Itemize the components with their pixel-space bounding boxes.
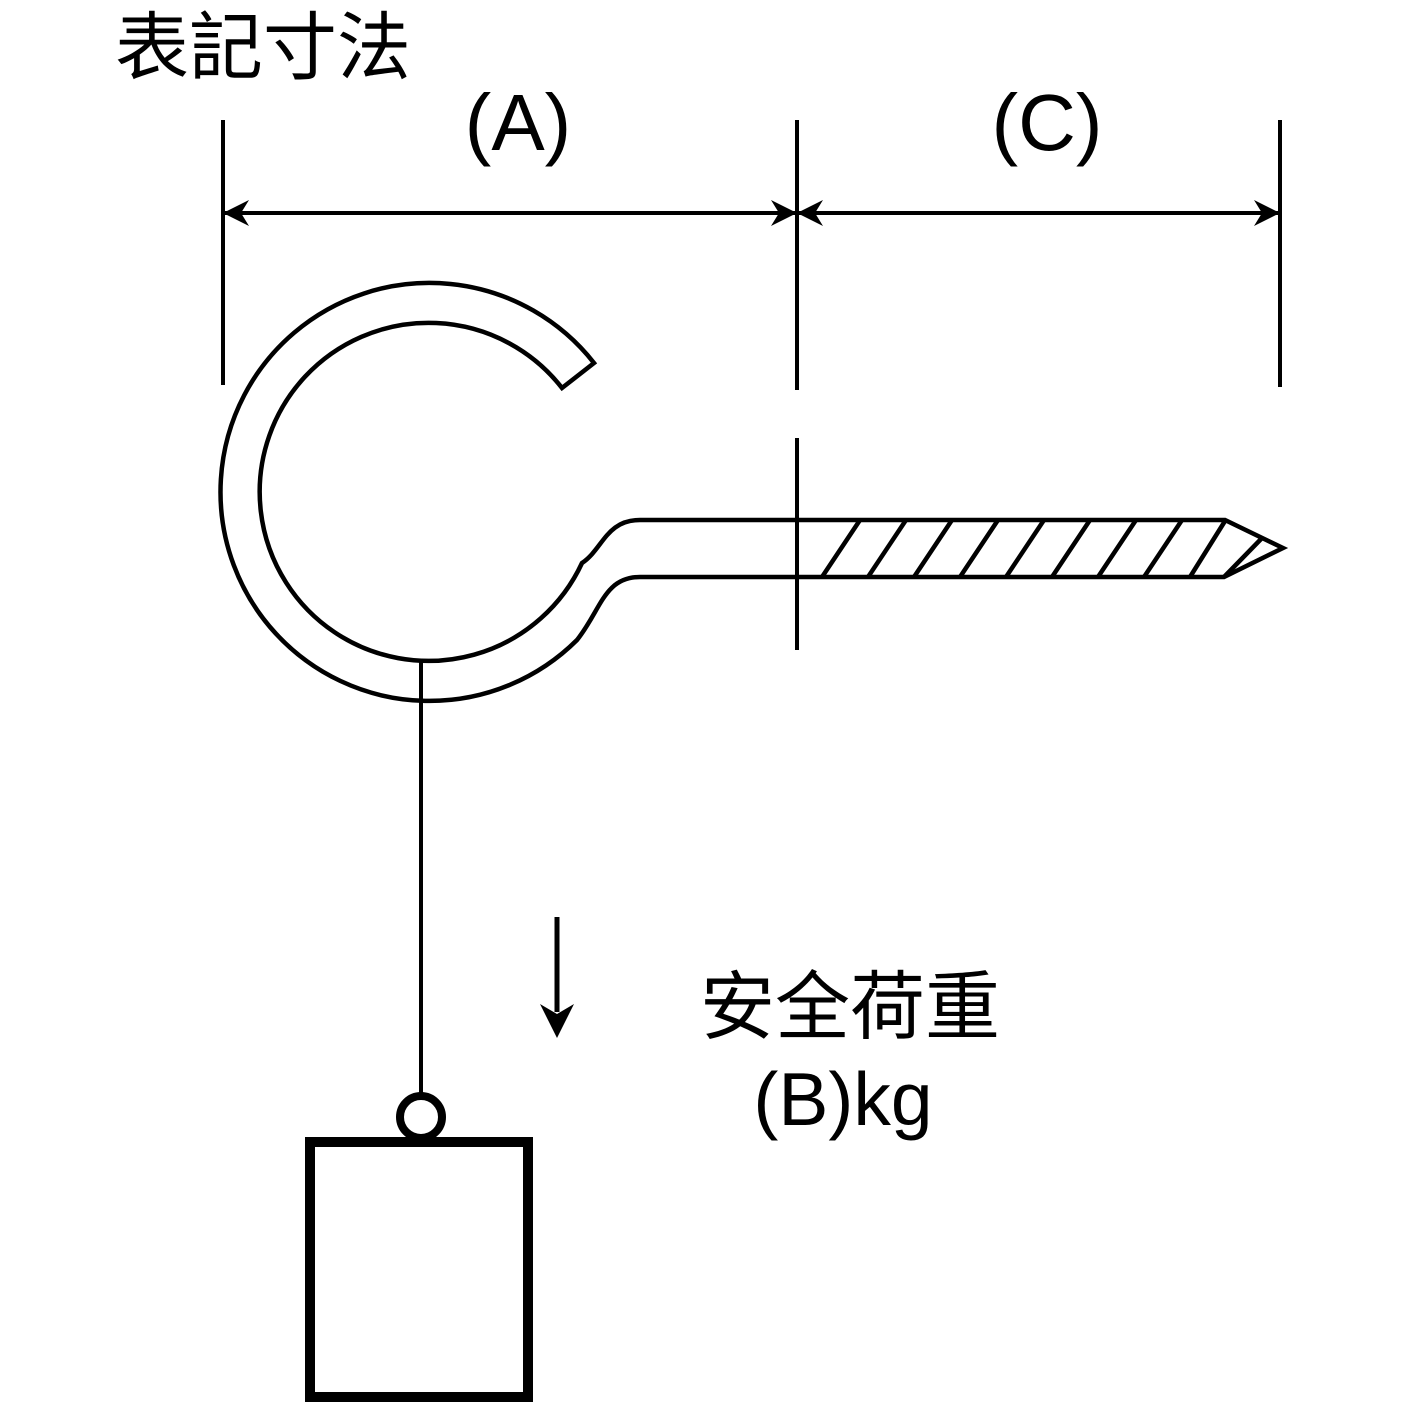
thread-hatch <box>866 518 908 579</box>
load-direction-arrow <box>540 917 574 1038</box>
arrowhead-right-icon <box>771 200 797 226</box>
arrowhead-left-icon <box>797 200 823 226</box>
dimension-c-label: (C) <box>991 78 1102 167</box>
thread-hatch <box>958 518 1000 579</box>
dimension-a-label: (A) <box>465 78 572 167</box>
hook-screw-outline <box>218 280 1289 704</box>
thread-hatch <box>1096 518 1138 579</box>
thread-hatch <box>1188 519 1227 579</box>
dimension-line-c <box>797 200 1280 226</box>
arrowhead-down-icon <box>540 1004 574 1038</box>
arrowhead-right-icon <box>1254 200 1280 226</box>
diagram-title: 表記寸法 <box>115 6 411 89</box>
thread-hatch <box>820 518 862 579</box>
thread-hatch <box>912 518 954 579</box>
hanging-ring <box>396 1092 446 1142</box>
weight-box <box>305 1137 533 1402</box>
thread-hatch <box>1050 518 1092 579</box>
thread-hatch <box>1142 518 1184 579</box>
dimension-line-a <box>223 200 797 226</box>
safe-load-value: (B)kg <box>753 1057 932 1141</box>
thread-hatch-lines <box>820 518 1265 579</box>
safe-load-label: 安全荷重 <box>700 965 1000 1049</box>
extension-lines <box>221 120 1282 390</box>
arrowhead-left-icon <box>223 200 249 226</box>
thread-hatch <box>1004 518 1046 579</box>
screw-tip-ridge <box>1222 535 1265 579</box>
